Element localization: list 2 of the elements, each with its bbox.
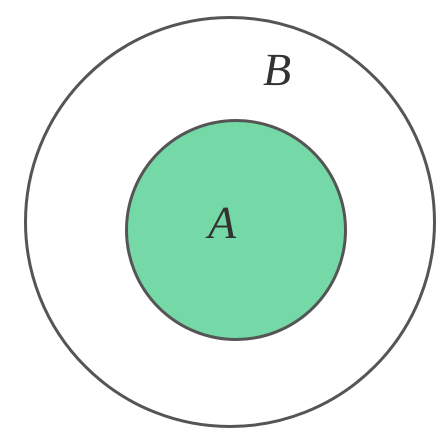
set-label: B (263, 47, 292, 93)
set-label: A (208, 200, 236, 246)
